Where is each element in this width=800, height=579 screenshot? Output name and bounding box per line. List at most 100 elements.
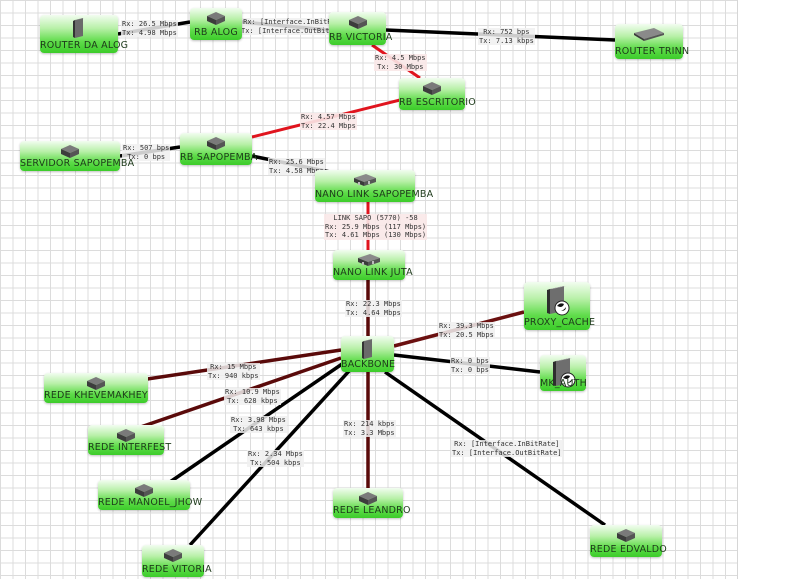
node-nano-link-juta[interactable]: NANO LINK JUTA	[333, 250, 413, 280]
node-proxy-cache[interactable]: PROXY_CACHE	[524, 282, 596, 330]
traffic-rate-text: Tx: 4.61 Mbps (130 Mbps)	[325, 231, 427, 239]
node-label: PROXY_CACHE	[524, 317, 596, 328]
traffic-rate-text: Tx: 20.5 Mbps	[439, 330, 494, 339]
traffic-rate-text: Tx: [Interface.OutBitRate]	[241, 26, 351, 35]
node-label: SERVIDOR SAPOPEMBA	[20, 158, 135, 169]
router-box-icon	[115, 427, 137, 447]
node-servidor-sapopemba[interactable]: SERVIDOR SAPOPEMBA	[20, 141, 135, 171]
traffic-rate-text: Rx: 214 kbps	[344, 420, 395, 428]
traffic-rate-text: Rx: [Interface.InBitRate]	[454, 440, 560, 448]
server-tower-icon	[361, 338, 375, 364]
traffic-rate-text: Tx: 0 bps	[127, 152, 166, 161]
router-box-icon	[162, 547, 184, 567]
node-label: MK_AUTH	[540, 378, 587, 389]
router-box-icon	[59, 143, 81, 163]
traffic-rate-text: Tx: 30 Mbps	[377, 62, 424, 71]
switch-icon	[352, 172, 378, 191]
router-box-icon	[133, 482, 155, 502]
traffic-rate-text: Tx: 4.98 Mbps	[122, 28, 177, 37]
node-mk-auth[interactable]: MK_AUTH	[540, 355, 587, 393]
router-box-icon	[347, 14, 369, 34]
traffic-rate-text: Rx: 507 bps	[123, 144, 170, 152]
node-label: RB SAPOPEMBA	[180, 152, 258, 163]
traffic-rate-text: Tx: 628 kbps	[227, 396, 278, 405]
node-rb-alog[interactable]: RB ALOG	[190, 8, 242, 40]
node-label: RB ALOG	[194, 27, 238, 38]
traffic-rate-text: Rx: 15 Mbps	[210, 363, 257, 371]
router-box-icon	[205, 135, 227, 155]
traffic-rate-text: Tx: 643 kbps	[233, 424, 284, 433]
node-rede-leandro[interactable]: REDE LEANDRO	[333, 488, 411, 518]
node-rede-edvaldo[interactable]: REDE EDVALDO	[590, 525, 667, 557]
traffic-rate-text: Rx: 10.9 Mbps	[225, 388, 280, 396]
node-rb-victoria[interactable]: RB VICTORIA	[329, 12, 393, 45]
server-tower-icon	[72, 17, 86, 43]
traffic-rate-text: Rx: 2.34 Mbps	[248, 450, 303, 458]
node-label: REDE EDVALDO	[590, 544, 667, 555]
traffic-rate-text: Tx: 22.4 Mbps	[301, 121, 356, 130]
link-traffic-label: Rx: [Interface.InBitRate]Tx: [Interface.…	[451, 440, 563, 457]
flat-router-icon	[632, 26, 666, 45]
traffic-rate-text: Tx: 0 bps	[451, 365, 489, 374]
traffic-rate-text: Tx: [Interface.OutBitRate]	[452, 448, 562, 457]
link-traffic-label: Rx: [Interface.InBitRate]Tx: [Interface.…	[240, 18, 352, 35]
traffic-rate-text: Rx: 4.5 Mbps	[375, 54, 426, 62]
link-name-text: LINK SAPO (5770) -58	[333, 214, 418, 222]
node-label: REDE VITORIA	[142, 564, 212, 575]
traffic-rate-text: Rx: 0 bps	[451, 357, 489, 365]
traffic-rate-text: Tx: 504 kbps	[250, 458, 301, 467]
node-router-da-alog[interactable]: ROUTER DA ALOG	[40, 15, 128, 53]
node-label: BACKBONE	[341, 359, 396, 370]
server-globe-icon	[550, 357, 576, 393]
node-label: REDE LEANDRO	[333, 505, 411, 516]
traffic-rate-text: Rx: 22.3 Mbps	[346, 300, 401, 308]
traffic-rate-text: Rx: 3.98 Mbps	[231, 416, 286, 424]
router-box-icon	[615, 527, 637, 547]
node-rb-sapopemba[interactable]: RB SAPOPEMBA	[180, 133, 258, 165]
node-rede-khevemakhey[interactable]: REDE KHEVEMAKHEY	[44, 373, 148, 403]
traffic-rate-text: Rx: 26.5 Mbps	[122, 20, 177, 28]
node-label: REDE INTERFEST	[88, 442, 172, 453]
traffic-rate-text: Tx: 4.64 Mbps	[346, 308, 401, 317]
node-label: ROUTER TRINN	[615, 46, 690, 57]
router-box-icon	[85, 375, 107, 395]
traffic-rate-text: Rx: 25.9 Mbps (117 Mbps)	[325, 222, 427, 231]
node-label: REDE KHEVEMAKHEY	[44, 390, 148, 401]
traffic-rate-text: Tx: 7.13 kbps	[479, 36, 534, 45]
traffic-rate-text: Tx: 940 kbps	[208, 371, 259, 380]
node-nano-link-sapopemba[interactable]: NANO LINK SAPOPEMBA	[315, 170, 434, 202]
traffic-rate-text: Rx: 39.3 Mbps	[439, 322, 494, 330]
node-backbone[interactable]: BACKBONE	[341, 336, 396, 372]
node-rede-vitoria[interactable]: REDE VITORIA	[142, 545, 212, 577]
traffic-rate-text: Rx: 752 bps	[483, 28, 530, 36]
node-label: NANO LINK JUTA	[333, 267, 413, 278]
node-rede-interfest[interactable]: REDE INTERFEST	[88, 425, 172, 455]
node-rb-escritorio[interactable]: RB ESCRITORIO	[399, 78, 476, 110]
router-box-icon	[357, 490, 379, 510]
traffic-rate-text: Rx: 4.57 Mbps	[301, 113, 356, 121]
router-box-icon	[205, 10, 227, 30]
server-globe-icon	[544, 285, 570, 321]
node-rede-manoel-jhow[interactable]: REDE MANOEL_JHOW	[98, 480, 203, 510]
node-label: NANO LINK SAPOPEMBA	[315, 189, 434, 200]
traffic-rate-text: Rx: 25.6 Mbps	[269, 158, 324, 166]
traffic-rate-text: Rx: [Interface.InBitRate]	[243, 18, 349, 26]
node-label: REDE MANOEL_JHOW	[98, 497, 203, 508]
node-router-trinn[interactable]: ROUTER TRINN	[615, 24, 690, 59]
node-label: RB VICTORIA	[329, 32, 393, 43]
